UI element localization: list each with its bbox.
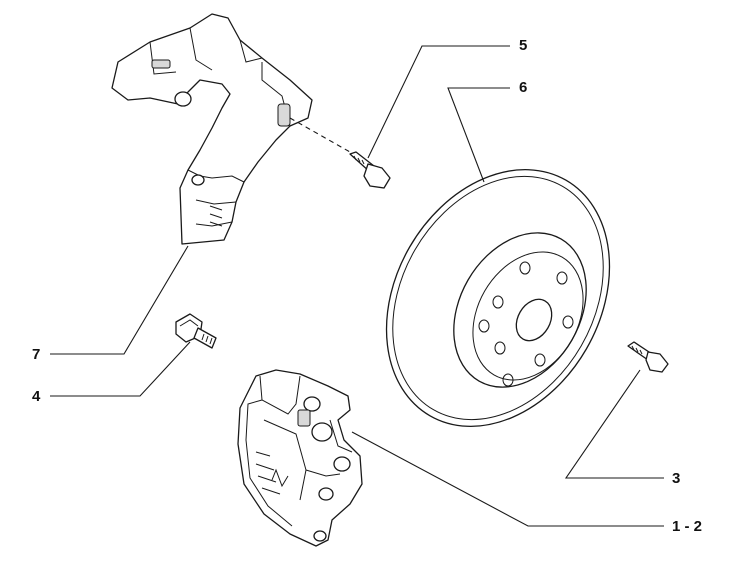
part-screw-4 xyxy=(175,313,217,349)
assembly-line-5 xyxy=(289,117,351,153)
part-brake-caliper xyxy=(237,369,363,547)
part-brake-disc xyxy=(385,169,611,427)
part-stud-bolt-3 xyxy=(627,341,669,373)
part-dust-shield xyxy=(111,13,313,245)
part-bolt-5 xyxy=(349,151,391,189)
leader-5 xyxy=(367,45,510,159)
callout-label-7: 7 xyxy=(32,346,40,363)
callout-label-4: 4 xyxy=(32,388,41,405)
callout-label-5: 5 xyxy=(519,37,527,54)
callout-label-3: 3 xyxy=(672,470,680,487)
leader-7 xyxy=(50,245,189,355)
leader-4 xyxy=(50,341,191,397)
callout-label-1-2: 1 - 2 xyxy=(672,518,702,535)
leader-3 xyxy=(564,369,664,479)
leader-1-2 xyxy=(351,431,664,527)
callout-label-6: 6 xyxy=(519,79,527,96)
leader-6 xyxy=(447,87,510,183)
